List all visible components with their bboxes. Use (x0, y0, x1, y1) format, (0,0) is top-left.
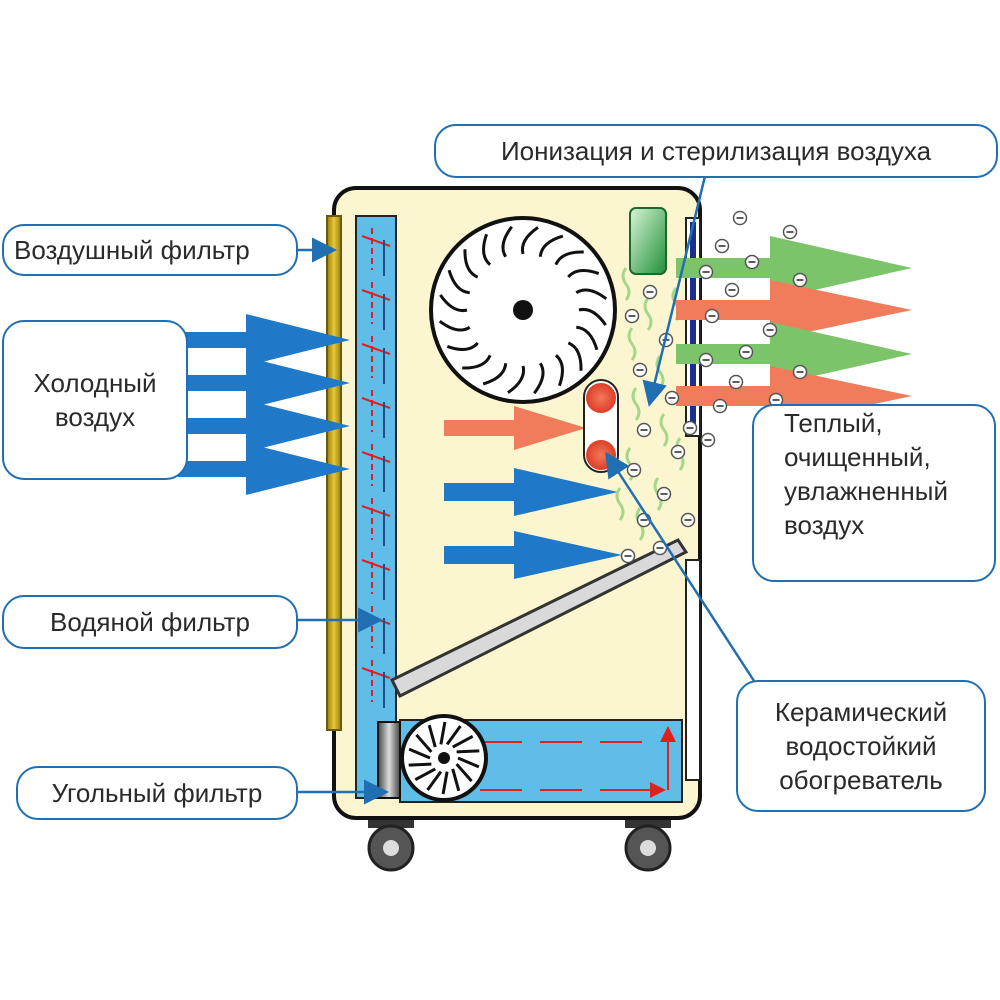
flow-mark (361, 505, 391, 517)
steam-wisp (621, 267, 631, 301)
pump-blade (456, 749, 480, 754)
fan-blade (501, 225, 513, 258)
pump-blade (445, 725, 462, 746)
fan-blade (567, 341, 583, 371)
fan-blade (438, 320, 471, 332)
fan-blade (567, 269, 600, 279)
ceramic-heater (583, 379, 619, 473)
pump-blade (408, 747, 431, 760)
pump-blade (426, 770, 443, 791)
ceramic-heater-line-1: Керамический (774, 697, 948, 727)
flow-mark (361, 667, 391, 679)
fan-blade (507, 365, 526, 394)
flow-mark (361, 235, 391, 247)
fan-blade (554, 354, 564, 387)
side-panel (685, 559, 701, 781)
cold-air-arrows (178, 314, 350, 495)
fan-blade (462, 354, 492, 370)
water-filter-text: Водяной фильтр (49, 607, 250, 637)
pump-blade (427, 724, 437, 748)
ion-particles (620, 210, 808, 564)
warm-air-label: Теплый, очищенный, увлажненный воздух (752, 404, 996, 582)
pump-blade (439, 721, 447, 745)
pump-blade (441, 771, 449, 795)
fan-blade (439, 294, 468, 313)
warm-air-line-2: очищенный, (784, 442, 931, 472)
output-air-arrows (676, 236, 912, 426)
pump-blade (408, 762, 432, 767)
flow-mark (361, 451, 391, 463)
air-filter-label: Воздушный фильтр (2, 224, 298, 276)
steam-wisp (631, 387, 641, 421)
flow-mark (361, 343, 391, 355)
ceramic-heater-label: Керамический водостойкий обогреватель (736, 680, 986, 812)
flow-mark (361, 289, 391, 301)
fan (429, 216, 617, 404)
warm-air-line-1: Теплый, (784, 408, 883, 438)
fan-blade (576, 325, 599, 351)
fan-blade (463, 249, 479, 279)
warm-air-line-3: увлажненный (784, 476, 948, 506)
fan-blade (554, 250, 584, 266)
water-filter-label: Водяной фильтр (2, 595, 298, 649)
pump-blade (452, 734, 474, 749)
pump-wheel (400, 714, 488, 802)
fan-blade (447, 269, 470, 295)
steam-wisp (615, 487, 625, 521)
fan-blade (482, 363, 508, 386)
fan-blade (538, 234, 564, 257)
ionizer-lamp (629, 207, 667, 275)
steam-wisp (643, 297, 653, 331)
carbon-filter-label: Угольный фильтр (16, 766, 298, 820)
drip-tray (389, 538, 689, 699)
air-filter-text: Воздушный фильтр (14, 235, 250, 265)
fan-blade (533, 362, 545, 395)
cold-air-label: Холодный воздух (2, 320, 188, 480)
pump-blade (414, 767, 436, 782)
internal-air-arrows (444, 406, 622, 579)
pump-blade (457, 756, 480, 769)
ceramic-heater-line-3: обогреватель (779, 765, 943, 795)
fan-blade (482, 233, 492, 266)
cold-air-line-2: воздух (54, 402, 136, 432)
steam-wisp (627, 327, 637, 361)
pump-blade (451, 768, 461, 792)
carbon-filter (377, 721, 401, 799)
leader-lines (296, 171, 758, 805)
fan-blade (575, 288, 608, 300)
warm-air-line-4: воздух (784, 510, 865, 540)
ionization-text: Ионизация и стерилизация воздуха (500, 136, 932, 166)
carbon-filter-text: Угольный фильтр (51, 778, 263, 808)
fan-blade (578, 307, 607, 326)
fan-blade (446, 341, 479, 351)
pump-blade (455, 763, 473, 783)
flow-mark (361, 559, 391, 571)
flow-mark (361, 397, 391, 409)
water-filter-flow (361, 228, 391, 708)
ceramic-heater-line-2: водостойкий (785, 731, 937, 761)
steam-wisp (659, 413, 669, 447)
cold-air-line-1: Холодный (33, 368, 157, 398)
pump-blade (415, 733, 433, 753)
fan-blade (520, 226, 539, 255)
ionization-label: Ионизация и стерилизация воздуха (434, 124, 998, 178)
